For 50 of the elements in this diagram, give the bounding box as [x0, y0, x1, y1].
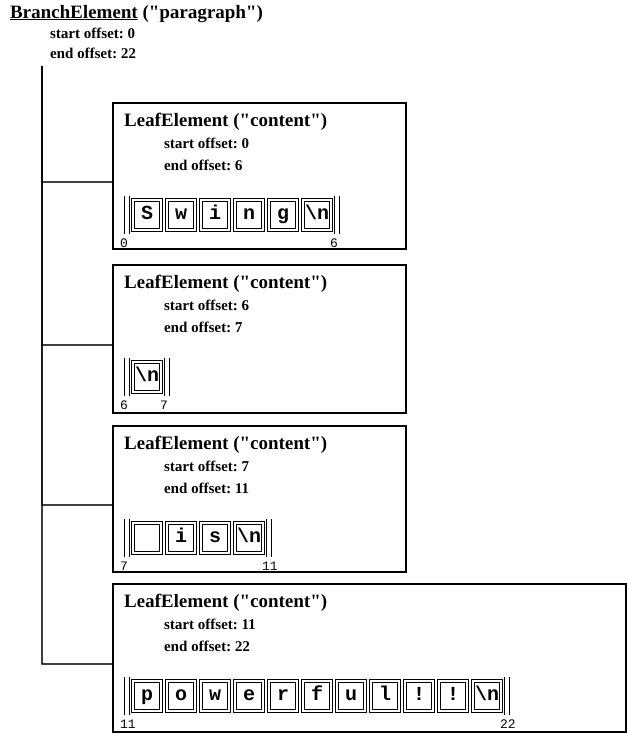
element-heading: LeafElement ("content"): [124, 591, 328, 613]
offset-number: 11: [262, 559, 278, 574]
character-cell: o: [168, 682, 194, 710]
character-cell: \n: [134, 363, 160, 391]
character-cell: f: [304, 682, 330, 710]
offset-number: 22: [500, 717, 516, 732]
character-cell: s: [202, 524, 228, 552]
character-cell: r: [270, 682, 296, 710]
element-heading: BranchElement ("paragraph"): [10, 2, 263, 24]
offset-number: 6: [330, 236, 338, 251]
character-cell: w: [168, 201, 194, 229]
element-heading: LeafElement ("content"): [124, 433, 328, 455]
character-cell: !: [440, 682, 466, 710]
character-cell: n: [236, 201, 262, 229]
leaf-element-box: [112, 583, 627, 733]
offset-number: 6: [120, 398, 128, 413]
character-cell: l: [372, 682, 398, 710]
offset-text: start offset: 6: [164, 298, 249, 315]
element-heading: LeafElement ("content"): [124, 110, 328, 132]
character-cell: u: [338, 682, 364, 710]
offset-text: start offset: 0: [164, 136, 249, 153]
character-cell: \n: [236, 524, 262, 552]
offset-text: end offset: 7: [164, 320, 242, 337]
offset-number: 11: [120, 717, 136, 732]
character-cell: \n: [304, 201, 330, 229]
leaf-element-box: [112, 264, 407, 414]
character-cell: \n: [474, 682, 500, 710]
element-heading: LeafElement ("content"): [124, 272, 328, 294]
empty-character-cell: [134, 524, 160, 552]
offset-text: start offset: 11: [164, 617, 256, 634]
character-cell: i: [202, 201, 228, 229]
offset-text: end offset: 22: [164, 639, 250, 656]
character-cell: i: [168, 524, 194, 552]
leaf-element-box: [112, 425, 407, 573]
character-cell: e: [236, 682, 262, 710]
character-cell: w: [202, 682, 228, 710]
character-cell: S: [134, 201, 160, 229]
offset-number: 0: [120, 236, 128, 251]
offset-number: 7: [120, 559, 128, 574]
offset-text: start offset: 7: [164, 459, 249, 476]
offset-text: start offset: 0: [50, 26, 135, 43]
offset-text: end offset: 22: [50, 46, 136, 63]
offset-text: end offset: 6: [164, 158, 242, 175]
leaf-element-box: [112, 102, 407, 250]
character-cell: g: [270, 201, 296, 229]
tree-connector: [41, 66, 112, 665]
character-cell: !: [406, 682, 432, 710]
character-cell: p: [134, 682, 160, 710]
offset-text: end offset: 11: [164, 481, 249, 498]
offset-number: 7: [160, 398, 168, 413]
